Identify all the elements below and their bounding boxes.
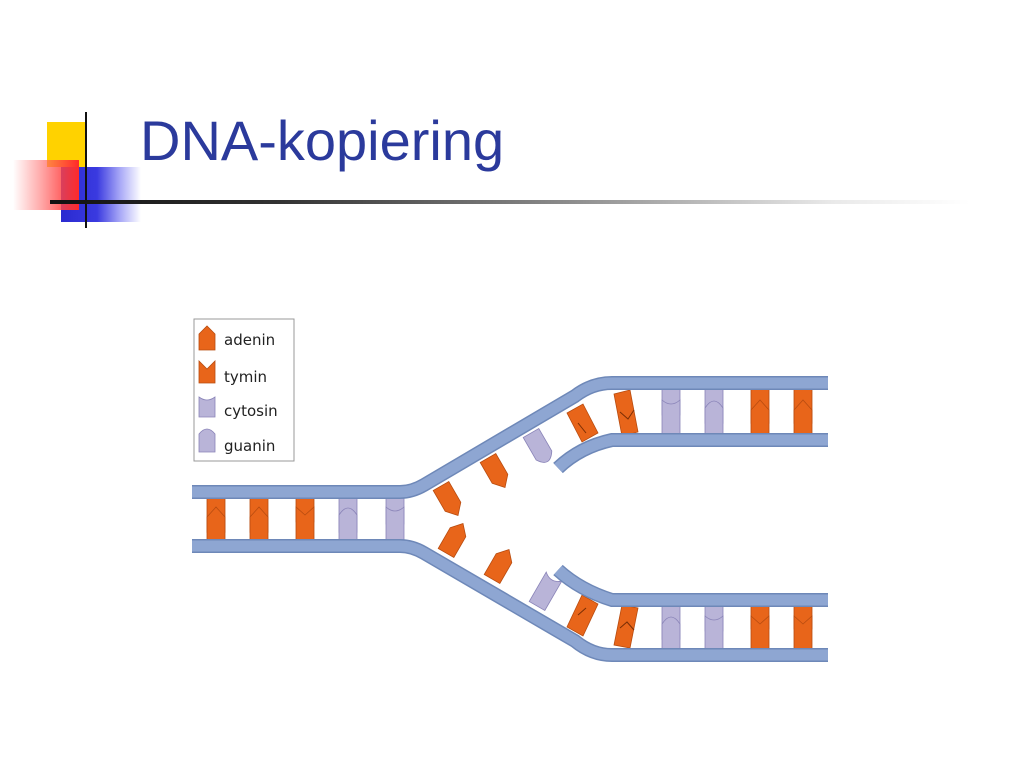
upper-right-base-pairs [566, 388, 813, 443]
left-base-pairs [206, 497, 405, 542]
page-title: DNA-kopiering [140, 109, 505, 172]
lower-free-base-2 [483, 544, 518, 584]
upper-new-strand [554, 434, 828, 473]
lower-right-pair-1 [661, 604, 681, 651]
left-pair-3 [295, 497, 315, 542]
upper-diag-pair-1 [566, 403, 599, 443]
upper-right-pair-1 [661, 388, 681, 435]
tymin-icon [198, 360, 216, 384]
lower-diag-pair-1 [566, 594, 599, 637]
lower-new-strand [554, 565, 828, 606]
legend: adenin tymin cytosin guanin [193, 318, 295, 462]
legend-label-cytosin: cytosin [224, 402, 278, 420]
legend-label-guanin: guanin [224, 437, 275, 455]
left-pair-2 [249, 497, 269, 542]
legend-adenin: adenin [198, 325, 275, 351]
decor-title-underline [50, 200, 970, 204]
cytosin-icon [198, 396, 216, 418]
lower-right-pair-2 [704, 604, 724, 651]
lower-diag-pair-2 [613, 604, 639, 649]
decor-vertical-line [85, 112, 87, 228]
upper-free-base-3 [522, 428, 556, 467]
left-pair-1 [206, 497, 226, 542]
lower-right-pair-4 [793, 604, 813, 651]
upper-free-base-2 [479, 453, 514, 493]
upper-diag-pair-2 [613, 389, 639, 437]
adenin-icon [198, 325, 216, 351]
upper-right-pair-2 [704, 388, 724, 435]
top-outer-strand [192, 377, 828, 498]
guanin-icon [198, 428, 216, 453]
bottom-outer-strand [192, 540, 828, 661]
legend-label-adenin: adenin [224, 331, 275, 349]
lower-free-base-1 [437, 518, 472, 558]
left-pair-4 [338, 497, 358, 542]
backbones [192, 376, 828, 662]
left-pair-5 [385, 497, 405, 542]
legend-guanin: guanin [198, 428, 275, 455]
legend-cytosin: cytosin [198, 396, 278, 420]
upper-free-base-1 [432, 481, 467, 521]
legend-label-tymin: tymin [224, 368, 267, 386]
decor-yellow-square [47, 122, 87, 167]
lower-right-pair-3 [750, 604, 770, 651]
upper-right-pair-3 [750, 388, 770, 435]
upper-right-pair-4 [793, 388, 813, 435]
legend-tymin: tymin [198, 360, 267, 386]
